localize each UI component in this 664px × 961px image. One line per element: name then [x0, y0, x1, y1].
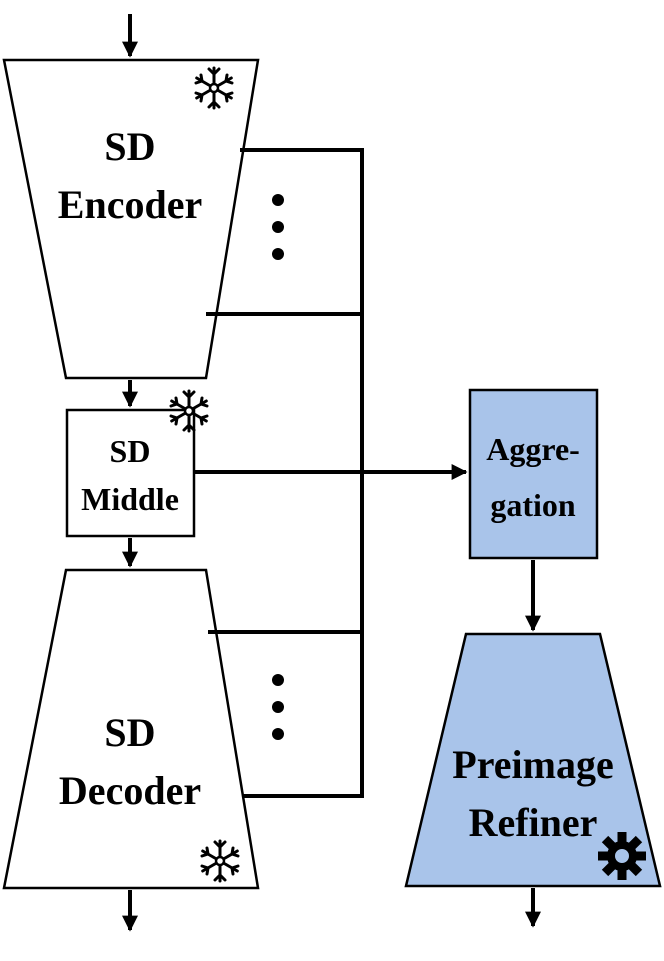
aggregation-block: Aggre- gation	[468, 388, 599, 560]
refiner-label-line1: Preimage	[452, 742, 613, 787]
encoder-label-line2: Encoder	[58, 182, 202, 227]
decoder-ellipsis	[272, 674, 284, 740]
middle-shape	[65, 408, 196, 538]
encoder-shape	[2, 58, 260, 380]
middle-label-line2: Middle	[81, 481, 179, 517]
gear-icon	[598, 832, 646, 880]
middle-label-line1: SD	[110, 433, 151, 469]
aggregation-label-line1: Aggre-	[486, 431, 580, 467]
refiner-shape	[404, 632, 662, 888]
encoder-label-line1: SD	[104, 124, 155, 169]
decoder-shape	[2, 568, 260, 890]
sd-decoder-block: SD Decoder	[2, 568, 260, 890]
encoder-ellipsis	[272, 194, 284, 260]
aggregation-label-line2: gation	[490, 487, 576, 523]
sd-middle-block: SD Middle	[65, 389, 209, 538]
decoder-label-line2: Decoder	[59, 768, 201, 813]
preimage-refiner-block: Preimage Refiner	[404, 632, 662, 888]
sd-encoder-block: SD Encoder	[2, 58, 260, 380]
refiner-label-line2: Refiner	[469, 800, 598, 845]
aggregation-shape	[468, 388, 599, 560]
decoder-label-line1: SD	[104, 710, 155, 755]
